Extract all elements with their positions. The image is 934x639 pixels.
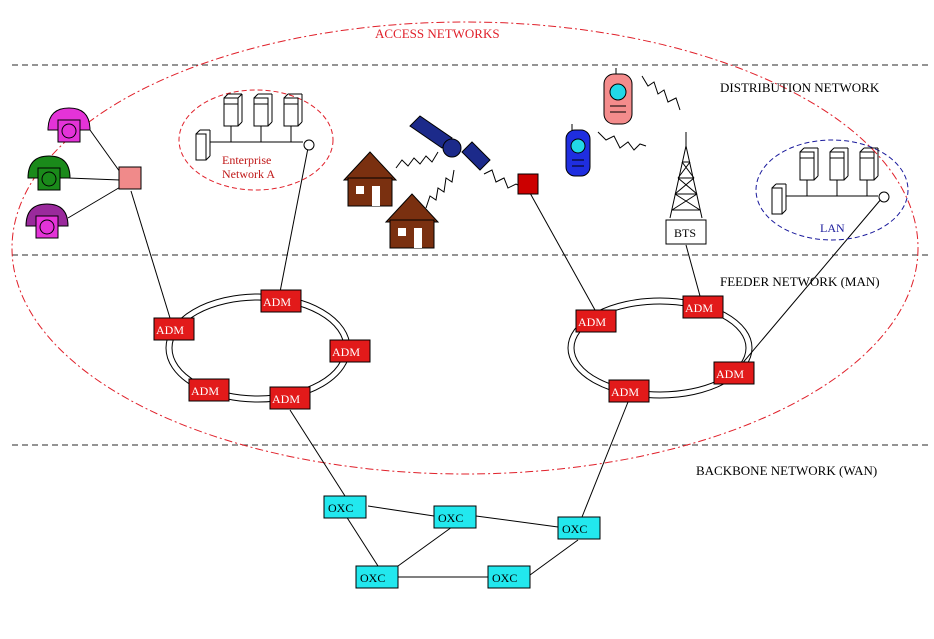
- adm-node[interactable]: ADM: [608, 379, 650, 403]
- lan-servers: [771, 147, 890, 215]
- oxc-nodes: OXC OXC OXC OXC OXC: [323, 495, 601, 589]
- oxc-node[interactable]: OXC: [355, 565, 399, 589]
- oxc-node[interactable]: OXC: [487, 565, 531, 589]
- server-icon: [223, 93, 243, 127]
- adm-label: ADM: [332, 345, 360, 359]
- server-icon: [253, 93, 273, 127]
- mobile-phone-icon: [565, 124, 591, 177]
- server-icon: [283, 93, 303, 127]
- oxc-label: OXC: [360, 571, 385, 585]
- enterprise-network-label-line2: Network A: [222, 167, 275, 181]
- adm-node[interactable]: ADM: [682, 295, 724, 319]
- mobile-phone-icon: [603, 68, 633, 125]
- access-networks-boundary: [11, 21, 919, 475]
- adm-node[interactable]: ADM: [269, 386, 311, 410]
- adm-node[interactable]: ADM: [575, 309, 617, 333]
- adm-node[interactable]: ADM: [188, 378, 230, 402]
- lan-boundary: [755, 139, 909, 241]
- telephone-icon: [47, 107, 91, 143]
- adm-label: ADM: [156, 323, 184, 337]
- phone-hub-node[interactable]: [118, 166, 142, 190]
- bts-node[interactable]: BTS: [665, 219, 707, 245]
- lan-label: LAN: [820, 221, 845, 235]
- mobile-wireless-links: [597, 75, 681, 151]
- tier-dividers: [12, 64, 930, 446]
- adm-node[interactable]: ADM: [260, 289, 302, 313]
- distribution-network-label: DISTRIBUTION NETWORK: [720, 80, 880, 95]
- enterprise-network-label-line1: Enterprise: [222, 153, 271, 167]
- adm-node[interactable]: ADM: [153, 317, 195, 341]
- house-icon: [384, 193, 440, 249]
- adm-label: ADM: [578, 315, 606, 329]
- antenna-tower-icon: [669, 132, 703, 219]
- bts-label: BTS: [674, 226, 696, 240]
- adm-nodes: ADM ADM ADM ADM ADM ADM ADM ADM: [153, 289, 755, 410]
- telephone-icon: [25, 203, 69, 239]
- adm-label: ADM: [263, 295, 291, 309]
- oxc-node[interactable]: OXC: [557, 516, 601, 540]
- network-terminator: [878, 191, 890, 203]
- adm-label: ADM: [685, 301, 713, 315]
- oxc-label: OXC: [438, 511, 463, 525]
- oxc-node[interactable]: OXC: [323, 495, 367, 519]
- adm-label: ADM: [611, 385, 639, 399]
- adm-label: ADM: [716, 367, 744, 381]
- wireless-hub-node[interactable]: [517, 173, 539, 195]
- feeder-network-label: FEEDER NETWORK (MAN): [720, 274, 880, 289]
- server-icon: [195, 129, 211, 161]
- enterprise-network-boundary: [178, 89, 334, 191]
- adm-label: ADM: [191, 384, 219, 398]
- oxc-label: OXC: [328, 501, 353, 515]
- adm-node[interactable]: ADM: [329, 339, 371, 363]
- oxc-label: OXC: [562, 522, 587, 536]
- server-icon: [771, 183, 787, 215]
- access-networks-label: ACCESS NETWORKS: [375, 26, 500, 41]
- server-icon: [829, 147, 849, 181]
- connection-lines: [67, 129, 883, 578]
- adm-label: ADM: [272, 392, 300, 406]
- telephone-icon: [27, 155, 71, 191]
- backbone-network-label: BACKBONE NETWORK (WAN): [696, 463, 877, 478]
- wireless-links: [395, 151, 521, 209]
- server-icon: [799, 147, 819, 181]
- metro-ring-right: [567, 297, 753, 399]
- oxc-label: OXC: [492, 571, 517, 585]
- house-icon: [342, 151, 398, 207]
- adm-node[interactable]: ADM: [713, 361, 755, 385]
- satellite-icon: [409, 115, 491, 171]
- enterprise-servers: [195, 93, 315, 161]
- oxc-node[interactable]: OXC: [433, 505, 477, 529]
- network-terminator: [303, 139, 315, 151]
